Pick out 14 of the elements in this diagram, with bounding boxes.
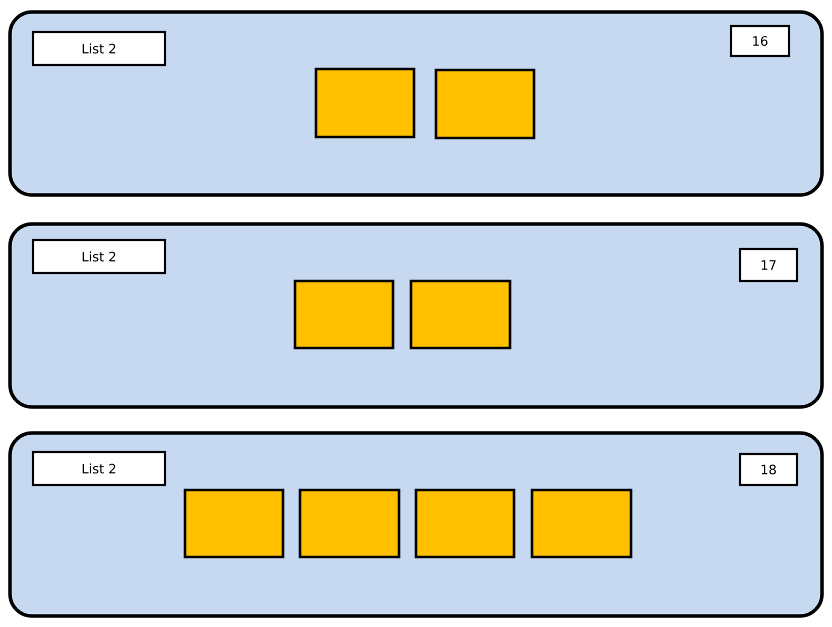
tile: [184, 488, 284, 558]
number-box: 17: [738, 248, 798, 282]
tile: [294, 280, 394, 350]
text-box: List 2: [32, 450, 166, 486]
tile: [414, 488, 516, 558]
tile: [434, 68, 536, 140]
number-box: 16: [730, 24, 790, 58]
tile: [410, 280, 512, 350]
text-box: List 2: [32, 30, 166, 66]
tile: [314, 68, 416, 138]
tile: [530, 488, 632, 558]
text-box: List 2: [32, 238, 166, 274]
tile: [298, 488, 400, 558]
number-box: 18: [738, 452, 798, 486]
